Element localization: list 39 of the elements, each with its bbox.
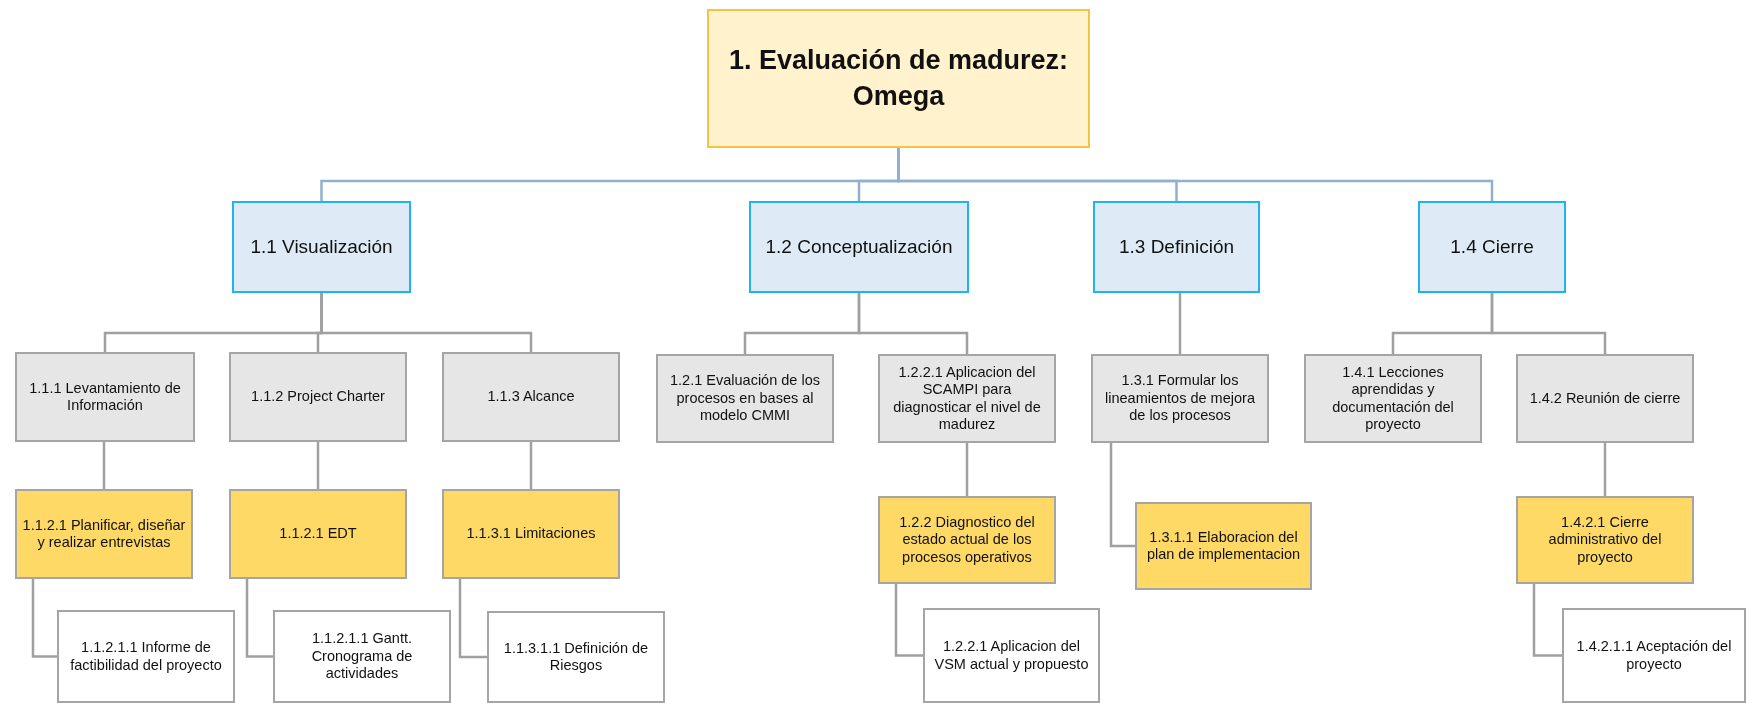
- subtask-box: 1.1.3.1 Limitaciones: [442, 489, 620, 579]
- activity-box: 1.1.2.1.1 Informe de factibilidad del proyecto: [57, 610, 235, 703]
- connector-line: [857, 293, 969, 354]
- connector-line: [529, 442, 533, 489]
- activity-box: 1.4.2.1.1 Aceptación del proyecto: [1562, 608, 1746, 703]
- task-box: 1.1.3 Alcance: [442, 352, 620, 442]
- phase-box: 1.4 Cierre: [1418, 201, 1566, 293]
- connector-line: [458, 579, 487, 659]
- connector-line: [965, 443, 969, 496]
- subtask-box: 1.1.2.1 Planificar, diseñar y realizar entrevistas: [15, 489, 193, 579]
- phase-box: 1.3 Definición: [1093, 201, 1260, 293]
- task-box: 1.4.2 Reunión de cierre: [1516, 354, 1694, 443]
- activity-box: 1.1.3.1.1 Definición de Riesgos: [487, 611, 665, 703]
- task-box: 1.3.1 Formular los lineamientos de mejora de los procesos: [1091, 354, 1269, 443]
- phase-box: 1.2 Conceptualización: [749, 201, 969, 293]
- task-box: 1.2.1 Evaluación de los procesos en bases al modelo CMMI: [656, 354, 834, 443]
- activity-box: 1.2.2.1 Aplicacion del VSM actual y propuesto: [923, 608, 1100, 703]
- connector-line: [320, 293, 533, 352]
- connector-line: [316, 442, 320, 489]
- activity-box: 1.1.2.1.1 Gantt. Cronograma de actividades: [273, 610, 451, 703]
- subtask-box: 1.3.1.1 Elaboracion del plan de implementacion: [1135, 502, 1312, 590]
- title-box: 1. Evaluación de madurez: Omega: [707, 9, 1090, 148]
- connector-line: [1490, 293, 1607, 354]
- connector-line: [1603, 443, 1607, 496]
- task-box: 1.1.1 Levantamiento de Información: [15, 352, 195, 442]
- connector-line: [1532, 584, 1562, 657]
- connector-line: [894, 584, 923, 657]
- connector-line: [31, 579, 57, 658]
- task-box: 1.4.1 Lecciones aprendidas y documentación del proyecto: [1304, 354, 1482, 443]
- subtask-box: 1.2.2 Diagnostico del estado actual de los procesos operativos: [878, 496, 1056, 584]
- connector-line: [1109, 443, 1135, 548]
- subtask-box: 1.1.2.1 EDT: [229, 489, 407, 579]
- connector-line: [102, 442, 106, 489]
- subtask-box: 1.4.2.1 Cierre administrativo del proyecto: [1516, 496, 1694, 584]
- connector-line: [245, 579, 273, 658]
- phase-box: 1.1 Visualización: [232, 201, 411, 293]
- task-box: 1.2.2.1 Aplicacion del SCAMPI para diagnosticar el nivel de madurez: [878, 354, 1056, 443]
- task-box: 1.1.2 Project Charter: [229, 352, 407, 442]
- connector-line: [1178, 293, 1182, 354]
